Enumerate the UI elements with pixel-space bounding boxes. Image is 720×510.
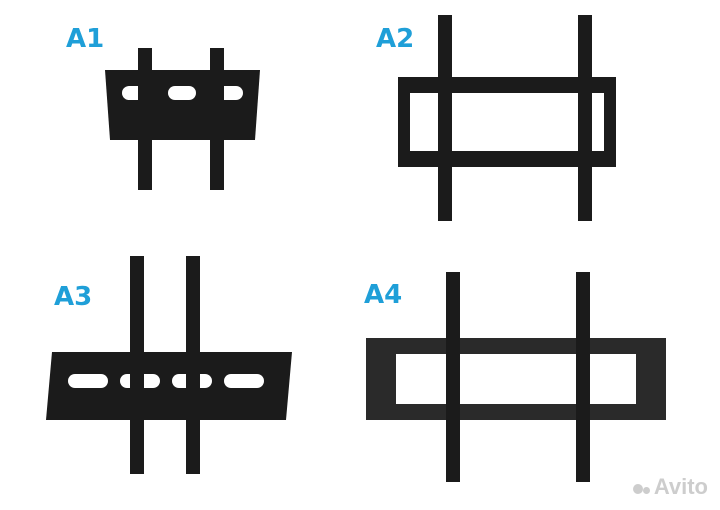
product-label-a2: A2	[376, 24, 415, 54]
avito-watermark: Avito	[632, 474, 708, 500]
product-label-a4: A4	[364, 280, 403, 310]
product-label-a1: A1	[66, 24, 105, 54]
tv-mount-a4-image	[366, 272, 666, 482]
tv-mount-a2-image	[398, 15, 616, 221]
tv-mount-a3-image	[46, 256, 292, 474]
watermark-text: Avito	[653, 474, 708, 499]
product-label-a3: A3	[54, 282, 93, 312]
avito-logo-icon	[632, 474, 650, 500]
tv-mount-a1-image	[105, 48, 260, 190]
